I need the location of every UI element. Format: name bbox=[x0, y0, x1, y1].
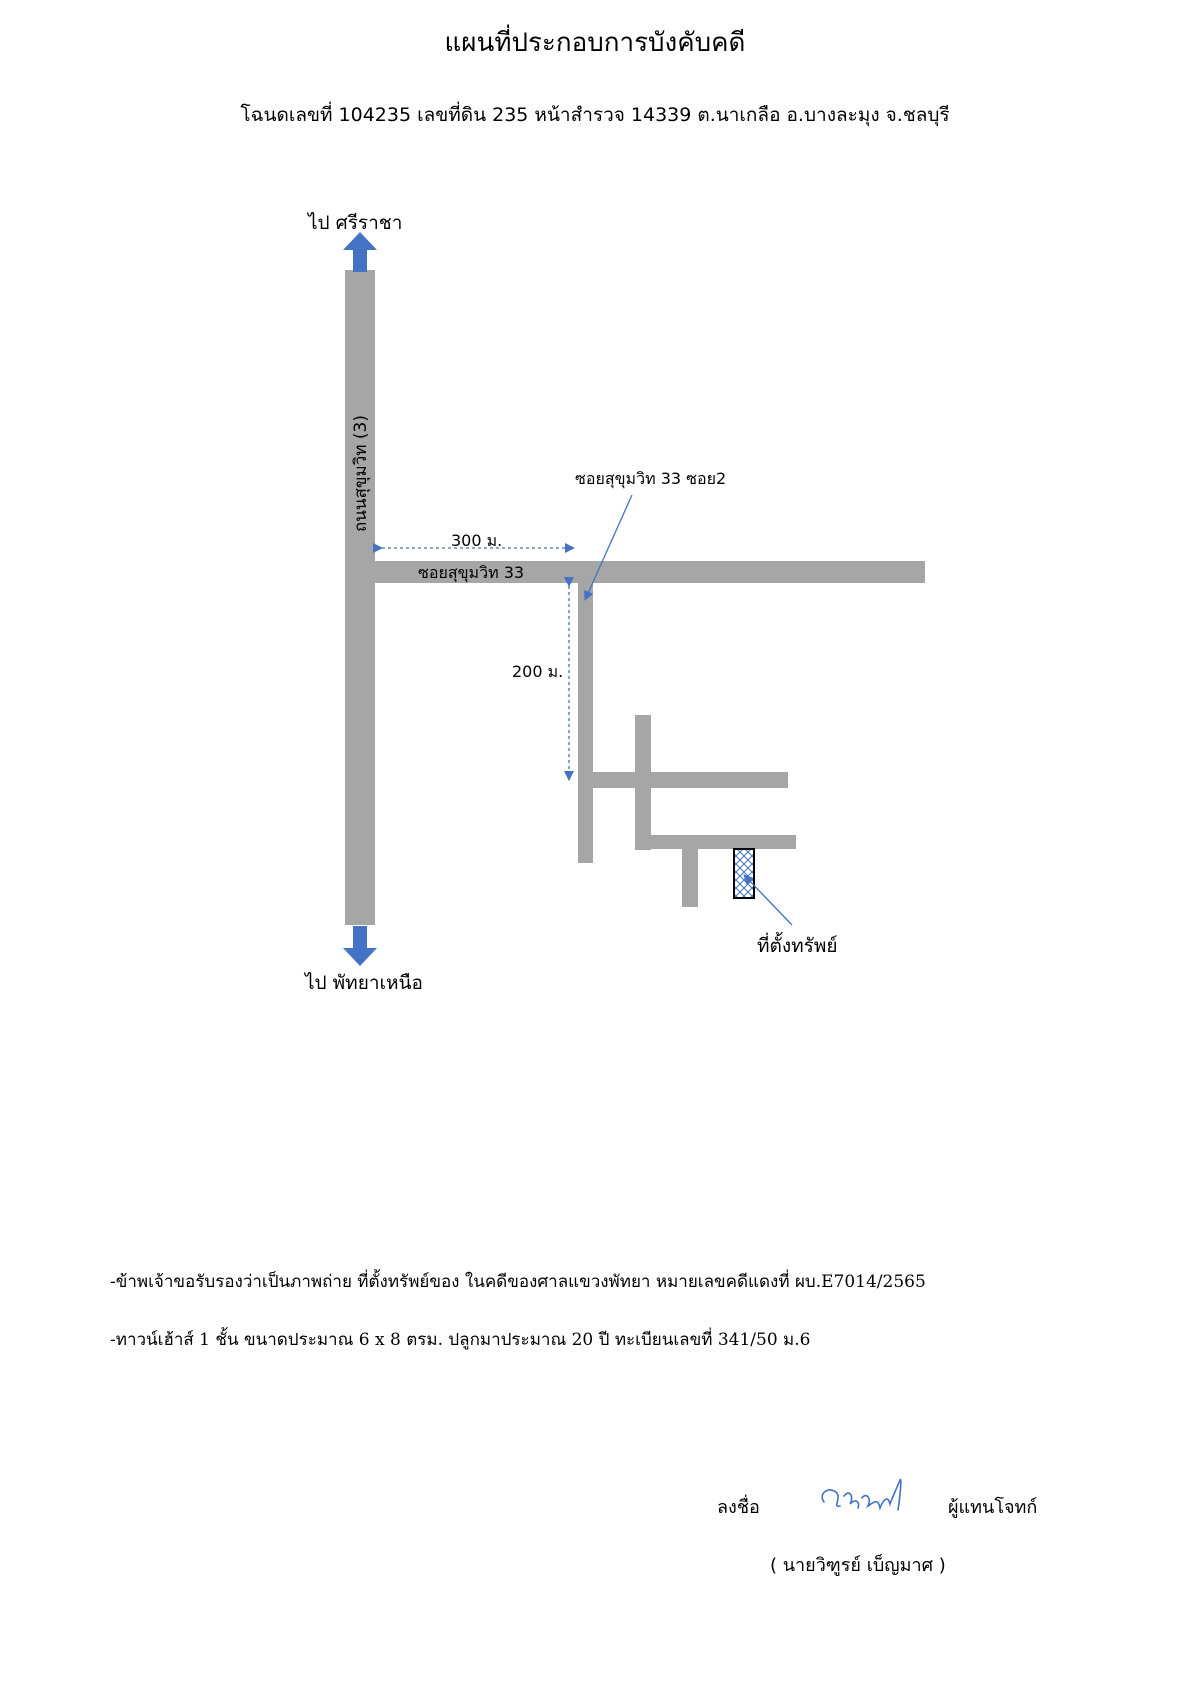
deed-subtitle: โฉนดเลขที่ 104235 เลขที่ดิน 235 หน้าสำรว… bbox=[240, 104, 950, 126]
location-map: ไป ศรีราชา ไป พัทยาเหนือ ถนนสุขุมวิท (3)… bbox=[303, 212, 925, 994]
branch-road-1 bbox=[593, 772, 788, 788]
soi-2-road bbox=[578, 583, 593, 863]
soi2-leader-line bbox=[584, 494, 633, 601]
branch-road-3 bbox=[651, 835, 796, 849]
branch-road-4 bbox=[682, 849, 698, 907]
south-direction-label: ไป พัทยาเหนือ bbox=[303, 972, 423, 994]
handwritten-signature bbox=[821, 1478, 902, 1511]
page-title: แผนที่ประกอบการบังคับคดี bbox=[444, 28, 746, 58]
sign-label: ลงชื่อ bbox=[717, 1497, 760, 1518]
branch-road-2 bbox=[635, 715, 651, 850]
soi-33-label: ซอยสุขุมวิท 33 bbox=[418, 563, 524, 583]
north-direction-label: ไป ศรีราชา bbox=[306, 212, 402, 234]
soi2-label: ซอยสุขุมวิท 33 ซอย2 bbox=[575, 469, 726, 489]
property-description-note: -ทาวน์เฮ้าส์ 1 ชั้น ขนาดประมาณ 6 x 8 ตรม… bbox=[110, 1330, 811, 1350]
certification-note: -ข้าพเจ้าขอรับรองว่าเป็นภาพถ่าย ที่ตั้งท… bbox=[110, 1272, 926, 1292]
soi-33-road bbox=[375, 561, 925, 583]
distance-200-label: 200 ม. bbox=[512, 662, 563, 681]
property-marker bbox=[733, 848, 755, 899]
main-road bbox=[345, 270, 375, 925]
north-arrow-icon bbox=[343, 232, 377, 272]
property-label: ที่ตั้งทรัพย์ bbox=[757, 932, 838, 957]
role-label: ผู้แทนโจทก์ bbox=[948, 1497, 1038, 1518]
main-road-label: ถนนสุขุมวิท (3) bbox=[351, 415, 371, 532]
distance-300-label: 300 ม. bbox=[451, 531, 502, 550]
property-leader-line bbox=[743, 874, 793, 926]
south-arrow-icon bbox=[343, 926, 377, 966]
signatory-name: ( นายวิฑูรย์ เบ็ญมาศ ) bbox=[770, 1555, 946, 1576]
